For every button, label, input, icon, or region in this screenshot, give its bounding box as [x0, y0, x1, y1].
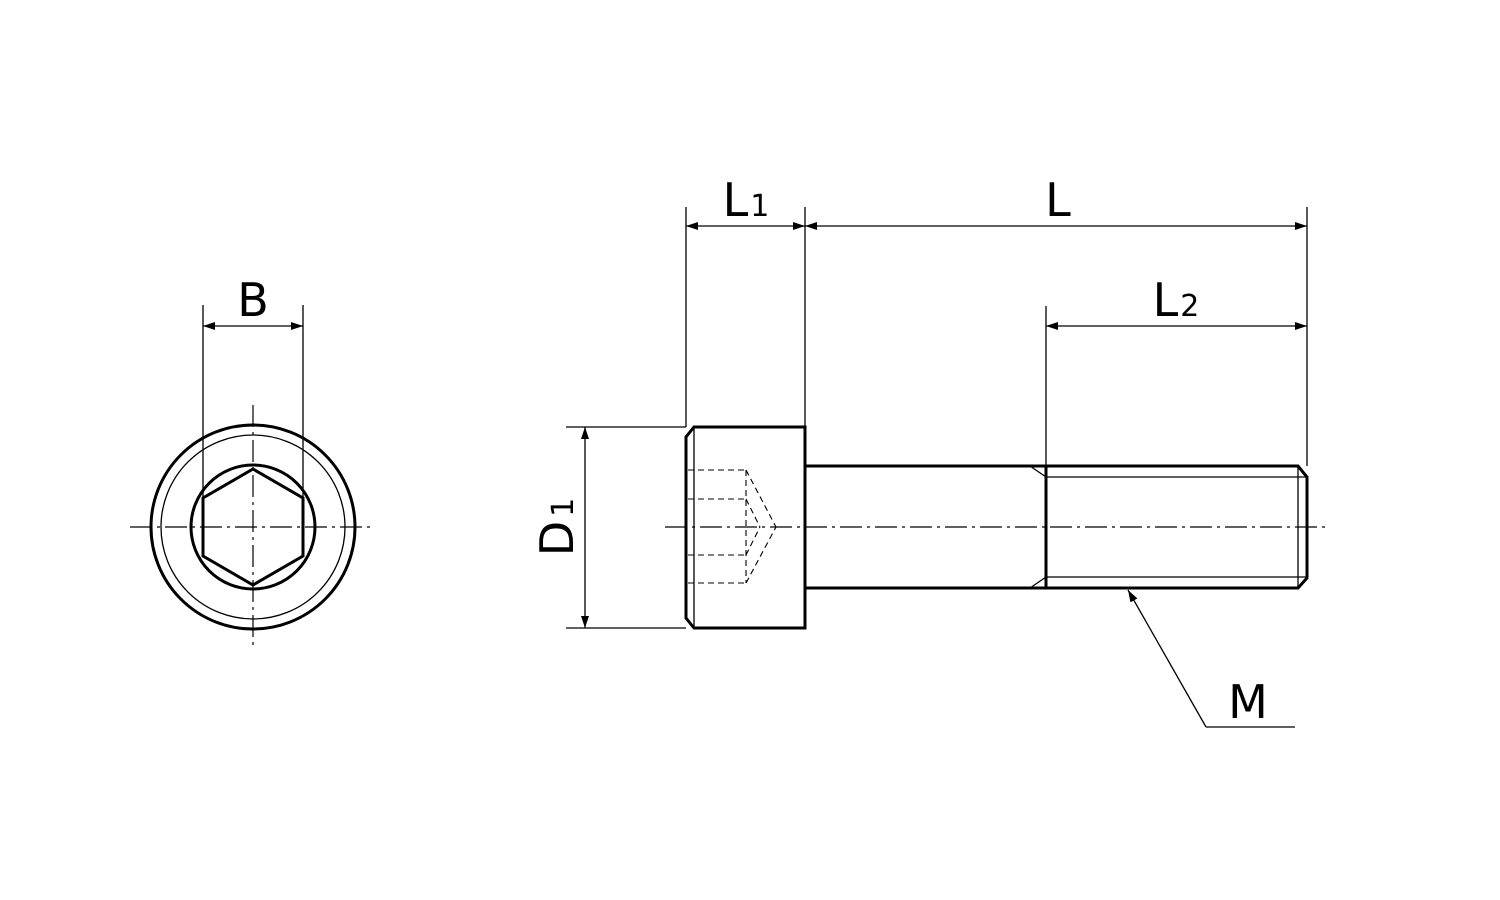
- L1-label: L1: [723, 173, 770, 227]
- head-outer-circle: [149, 423, 357, 631]
- D1-label: D1: [530, 498, 584, 557]
- head-chamfer-circle: [160, 434, 346, 620]
- thread-runout-top: [1029, 465, 1047, 478]
- L2-label: L2: [1153, 273, 1200, 327]
- M-leader-line: [1127, 589, 1207, 728]
- side-view: L1 L L2 D1 M: [530, 173, 1325, 729]
- thread-runout-bottom: [1029, 576, 1047, 589]
- B-label: B: [237, 273, 269, 327]
- end-view: B: [130, 273, 375, 648]
- socket-circle: [189, 463, 317, 591]
- screw-shank: [805, 464, 1309, 590]
- hidden-socket: [688, 469, 777, 584]
- L-label: L: [1045, 173, 1071, 227]
- M-label: M: [1228, 675, 1268, 729]
